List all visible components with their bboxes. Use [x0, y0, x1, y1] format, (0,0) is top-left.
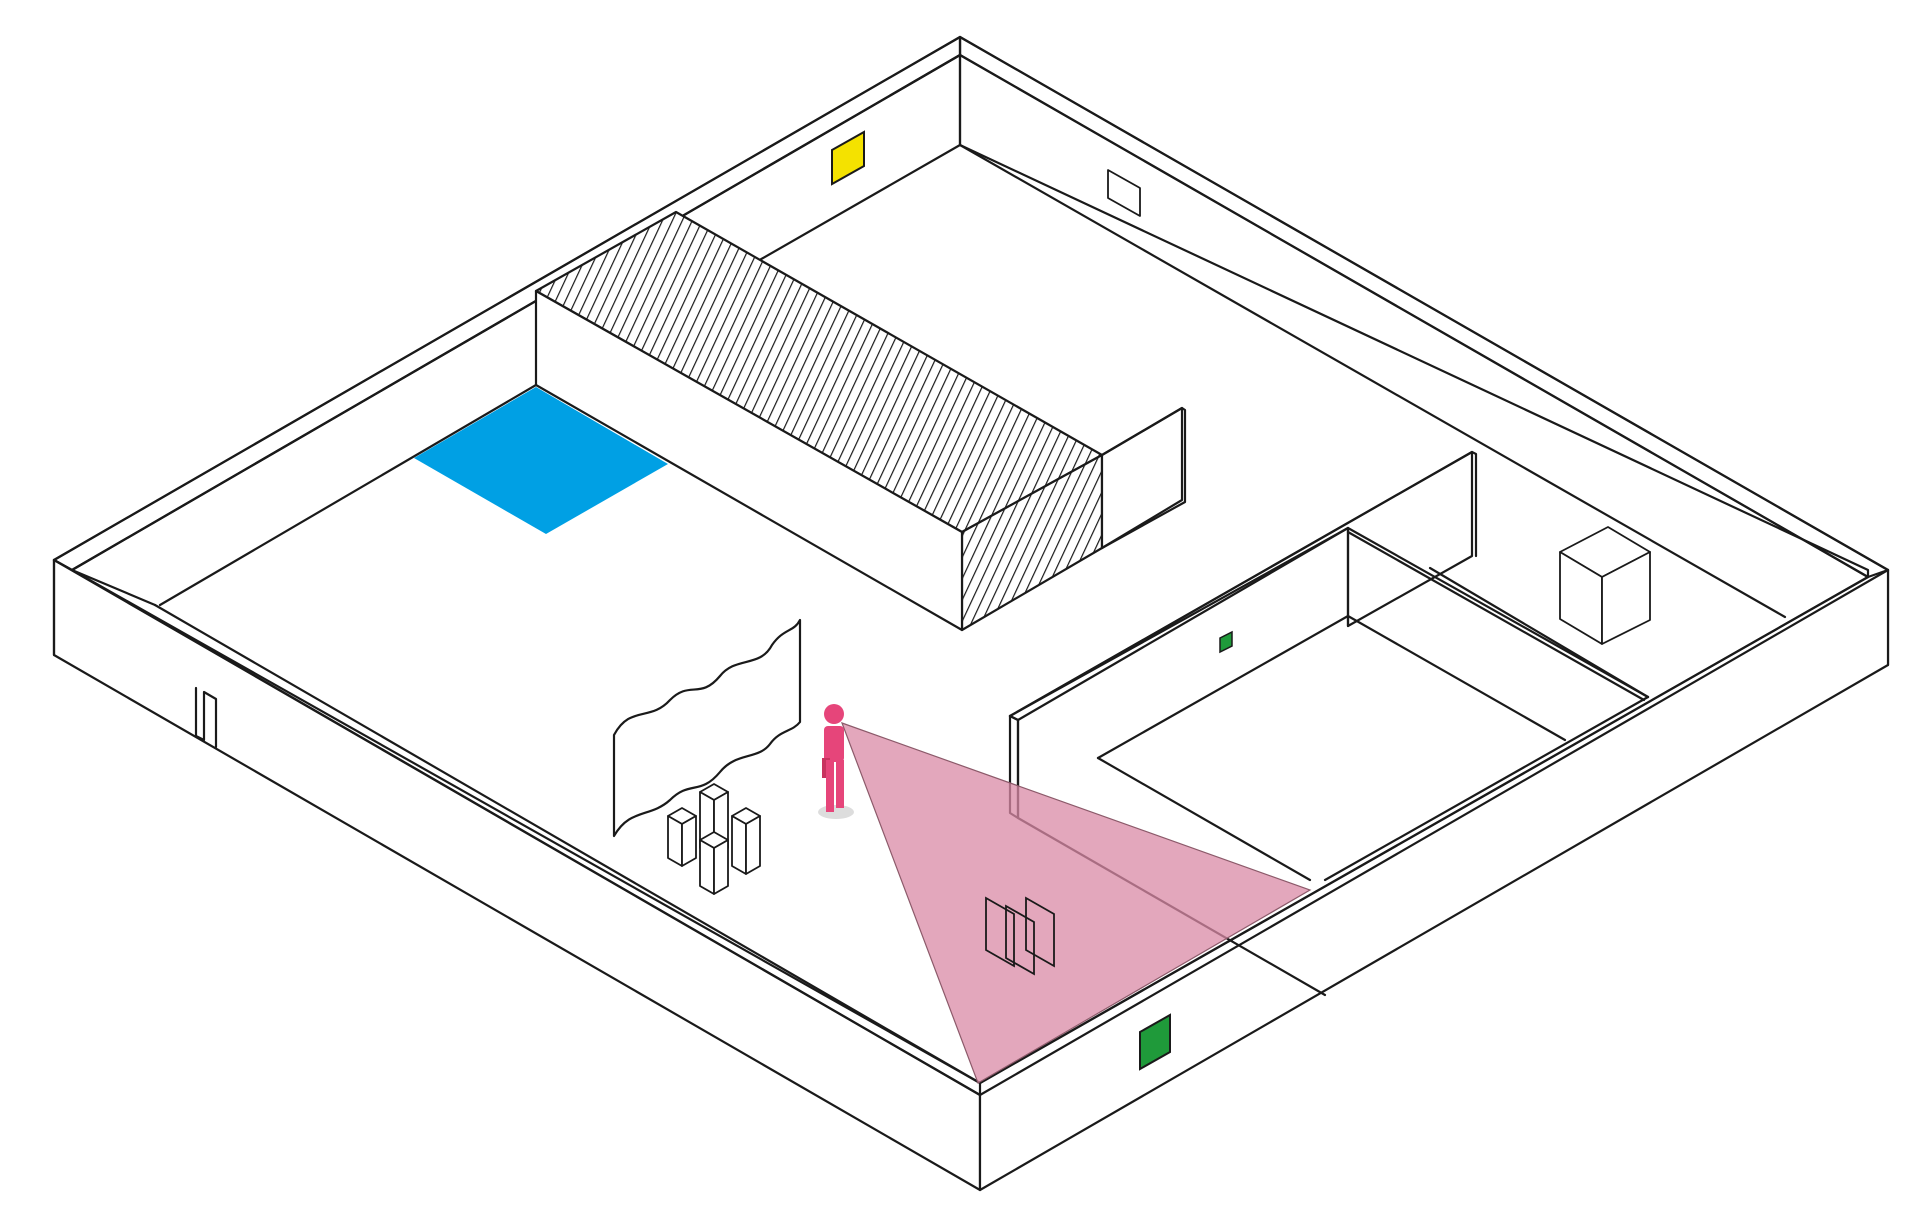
inner-room: [1008, 450, 1650, 997]
pedestal-group: [667, 783, 761, 895]
front-left-wall: [52, 558, 982, 1192]
blank-wall-panel: [1107, 169, 1141, 217]
green-wall-panel-small: [1219, 630, 1233, 654]
view-cone: [840, 721, 1312, 1084]
glass-panels: [985, 896, 1055, 976]
green-wall-panel-front: [1139, 1013, 1171, 1071]
yellow-wall-panel: [831, 130, 865, 186]
blue-floor-panel: [414, 387, 668, 534]
cube-sculpture: [1559, 526, 1651, 645]
hatched-partition-block: [158, 210, 1187, 632]
outer-gallery-walls: [52, 35, 1890, 1192]
visitor-figure: [818, 704, 854, 819]
doorway-notch: [194, 686, 218, 749]
wavy-screen: [612, 618, 802, 838]
